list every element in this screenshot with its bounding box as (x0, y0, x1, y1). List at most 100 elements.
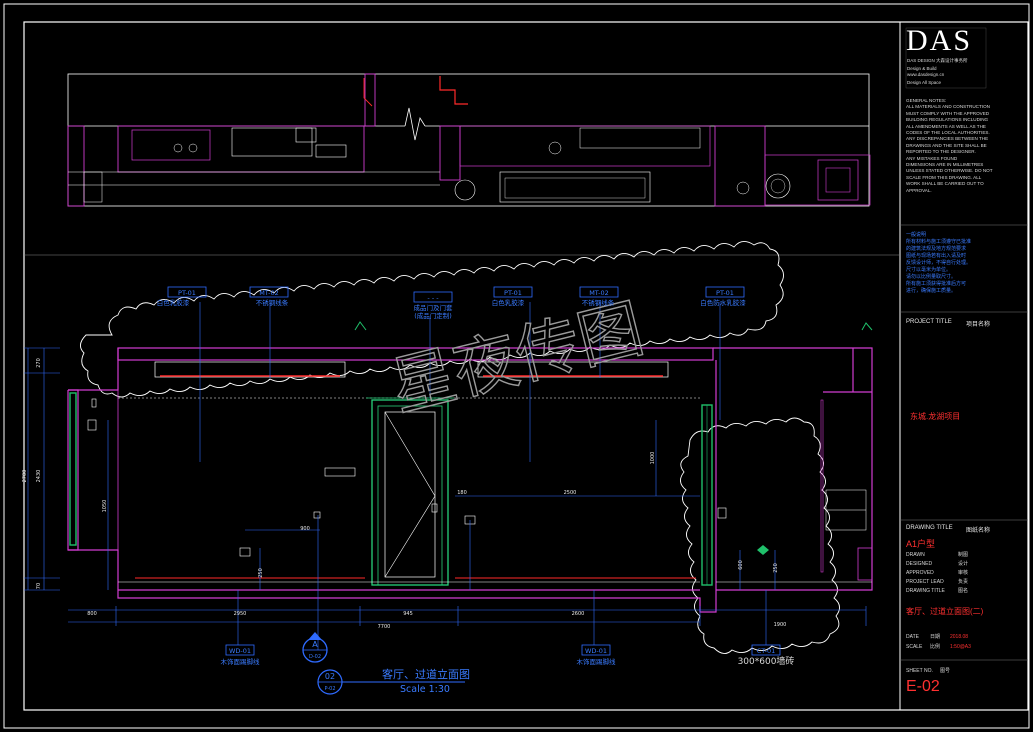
logo-line-1: Design & Build (907, 66, 937, 71)
revision-cloud-right (680, 417, 840, 654)
dim-h-right: 1900 (774, 622, 787, 628)
row-label: PROJECT LEAD (906, 579, 944, 585)
note-cn-line: 请勿以比例量取尺寸。 (906, 274, 957, 280)
note-en-line: ALL AMENDMENTS AS WELL AS THE (906, 123, 986, 129)
unit-type: A1户型 (906, 539, 936, 549)
general-notes-en: GENERAL NOTES:ALL MATERIALS AND CONSTRUC… (906, 98, 998, 194)
title-sheet: P-02 (324, 686, 335, 692)
bottom-tag-text-2: 木饰面踢脚线 (577, 657, 617, 666)
row-value: 图名 (958, 588, 969, 594)
dimension-lines (24, 347, 867, 650)
tag-leaders (199, 302, 767, 645)
bottom-tag-code-2: WD-01 (585, 647, 607, 655)
dim-v-top: 270 (36, 358, 42, 368)
sheet-name: 客厅、过道立面图(二) (906, 607, 984, 616)
note-en-line: ANY MISTAKES FOUND (906, 155, 958, 161)
dim-h-1: 800 (87, 611, 97, 617)
dim-h-total: 7700 (378, 624, 391, 630)
sheet-no-label: SHEET NO. (906, 668, 933, 674)
tag-code-1: PT-01 (178, 289, 196, 297)
tag-sub-3: (成品门定制) (414, 311, 452, 320)
project-name: 东城.龙湖项目 (910, 412, 961, 421)
sheet-no-cn: 图号 (940, 668, 951, 674)
row-label: DRAWING TITLE (906, 588, 945, 594)
tag-text-3: 成品门及门套 (414, 303, 454, 312)
entry-door (366, 397, 454, 586)
tag-code-2: MT-02 (259, 289, 279, 297)
general-notes-cn: 一般说明所有材料与施工须遵守已批准的建筑法规及地方规范要求图纸与现场若有出入请及… (906, 232, 998, 295)
bottom-tag-text-1: 木饰面踢脚线 (221, 657, 261, 666)
revision-cloud-ceiling (80, 241, 784, 398)
tag-code-4: PT-01 (504, 289, 522, 297)
note-cn-line: 尺寸以毫米为单位。 (906, 267, 952, 273)
row-label: DRAWN (906, 552, 925, 558)
ceiling-trims (118, 361, 700, 399)
drawing-scale: Scale 1:30 (400, 684, 450, 695)
dim-250b: 250 (773, 563, 779, 573)
tag-text-6: 白色防水乳胶漆 (700, 298, 746, 307)
switch-panel (324, 467, 356, 477)
level-marker (757, 545, 769, 555)
note-en-line: APPROVAL. (906, 187, 932, 193)
note-cn-line: 的建筑法规及地方规范要求 (906, 246, 967, 252)
dim-v-total: 2700 (22, 470, 28, 483)
logo-line-2: www.dasdesign.cn (907, 72, 945, 77)
dim-h-3: 945 (403, 611, 413, 617)
note-en-line: REPORTED TO THE DESIGNER. (906, 149, 976, 155)
row-label: DESIGNED (906, 561, 933, 567)
title-block-row: DRAWING TITLE 图名 (906, 588, 1016, 597)
scale-value: 1:50@A3 (950, 644, 971, 650)
date-cn: 日期 (930, 634, 941, 640)
dim-v-bot: 70 (36, 583, 42, 589)
material-tag-boxes (167, 286, 781, 656)
title-number: 02 (325, 672, 335, 681)
tag-code-6: PT-01 (716, 289, 734, 297)
dim-900: 900 (300, 526, 310, 532)
logo-sub: DAS DESIGN 大森设计事务所 (907, 58, 968, 63)
note-cn-line: 所有施工须获得批准后方可 (906, 281, 967, 287)
sheet-number: E-02 (906, 678, 940, 695)
logo-box (905, 27, 987, 89)
tag-text-4: 白色乳胶漆 (492, 298, 525, 307)
tag-code-3: - - - (427, 294, 439, 302)
note-cn-line: 进行，确保施工质量。 (906, 288, 957, 294)
dim-1050: 1050 (102, 500, 108, 513)
note-en-line: UNLESS STATED OTHERWISE. DO NOT (906, 168, 993, 174)
dim-2500: 2500 (564, 490, 577, 496)
left-window-panel (69, 392, 77, 546)
note-en-line: ALL MATERIALS AND CONSTRUCTION (906, 104, 990, 110)
inner-border (23, 21, 1029, 711)
tag-text-5: 不锈钢线条 (582, 298, 615, 307)
drawing-title-callout (317, 669, 465, 695)
note-cn-line: 所有材料与施工须遵守已批准 (906, 239, 972, 245)
row-label: APPROVED (906, 570, 934, 576)
note-en-line: CODES OF THE LOCAL AUTHORITIES. (906, 130, 990, 136)
tag-text-2: 不锈钢线条 (256, 298, 289, 307)
dim-v-mid: 2430 (36, 470, 42, 483)
note-en-line: DIMENSIONS ARE IN MILLIMETRES (906, 162, 984, 168)
tag-code-5: MT-02 (589, 289, 609, 297)
dim-h-4: 2600 (572, 611, 585, 617)
drawing-title-label: DRAWING TITLE (906, 525, 953, 531)
note-en-line: BUILDING REGULATIONS INCLUDING (906, 117, 989, 123)
scale-cn: 比例 (930, 644, 941, 650)
note-cn-line: 一般说明 (906, 232, 927, 238)
elevation-walls (67, 347, 873, 613)
project-title-label: PROJECT TITLE (906, 319, 952, 325)
bottom-tag-code-3: CT-01 (757, 647, 776, 655)
section-letter: A (312, 640, 318, 649)
bottom-tag-code-1: WD-01 (229, 647, 251, 655)
bottom-tag-text-3: 300*600墙砖 (738, 655, 795, 667)
floor-plan-strip (67, 73, 871, 207)
socket-left (239, 547, 251, 557)
section-callout (302, 632, 328, 663)
note-en-line: ANY DISCREPANCIES BETWEEN THE (906, 136, 989, 142)
date-label: DATE (906, 634, 919, 640)
drawing-title-cn: 图纸名称 (966, 528, 991, 534)
note-en-line: DRAWINGS AND THE SITE SHALL BE (906, 142, 987, 148)
